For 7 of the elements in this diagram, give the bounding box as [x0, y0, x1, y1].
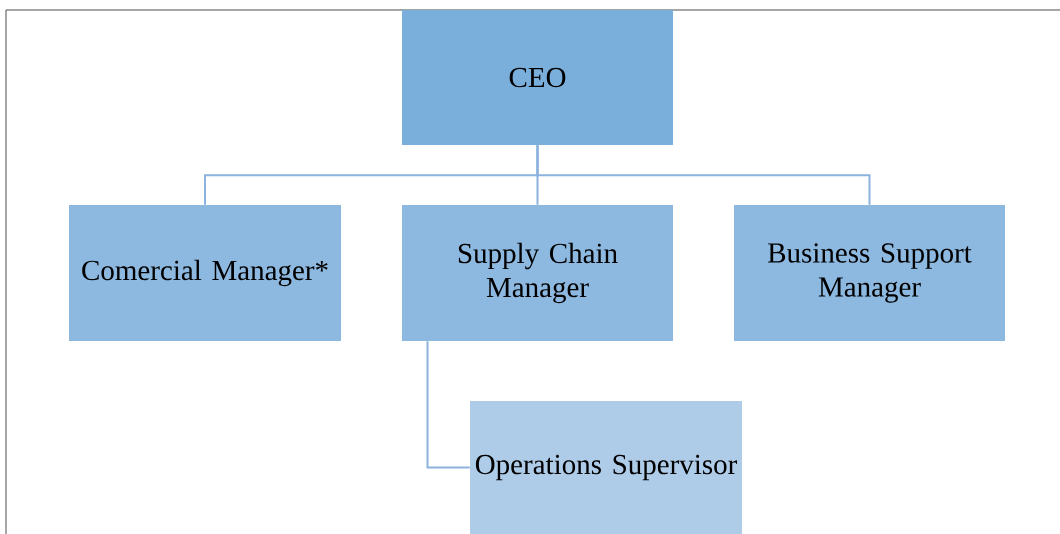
org-box: Comercial Manager* — [69, 205, 341, 341]
org-box: Business Support Manager — [734, 205, 1005, 341]
org-box: Supply Chain Manager — [402, 205, 673, 341]
connector-line — [426, 340, 471, 469]
org-box: Operations Supervisor — [470, 401, 742, 534]
connector-line — [536, 144, 871, 206]
org-box: CEO — [402, 10, 673, 145]
